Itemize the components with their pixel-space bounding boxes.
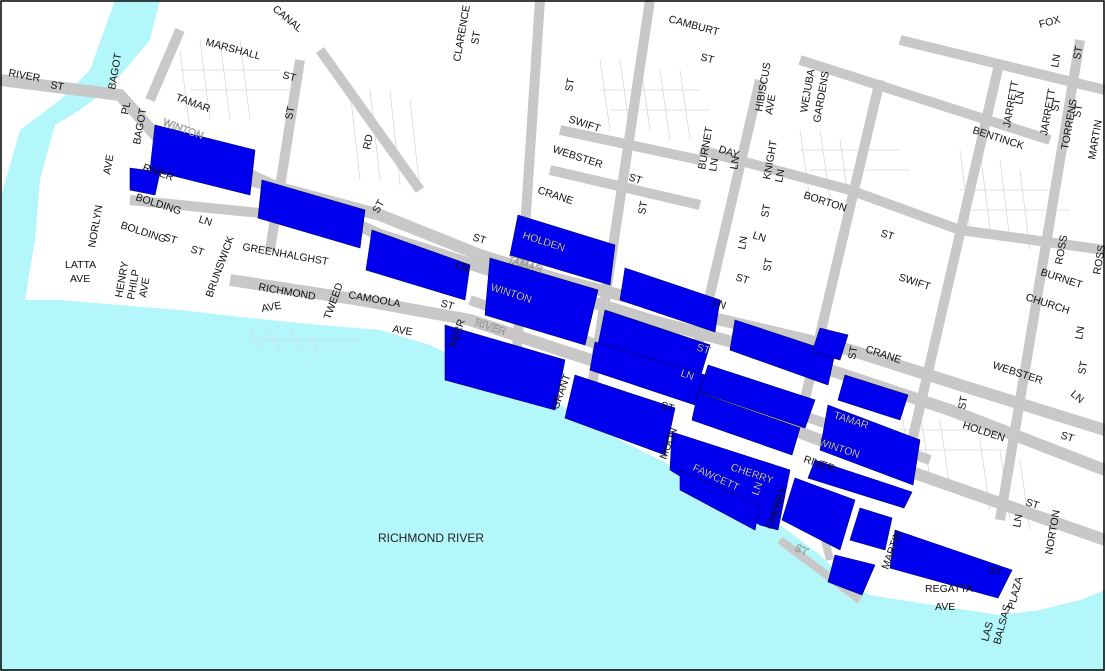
label-ave-n: AVE [101,154,116,176]
upper-river-channel [0,0,160,300]
zone-block-moon-east[interactable] [699,364,816,429]
zone-block-2[interactable] [257,179,366,249]
label-ln-ch: LN [750,480,766,497]
label-ross: ROSS [1053,234,1070,265]
label-st-nw: ST [49,79,65,93]
zone-block-ln-east[interactable] [619,267,721,333]
label-st-clar: ST [469,30,483,46]
label-st-he2: ST [956,395,970,411]
label-ln-k: LN [773,168,787,183]
zone-block-holden[interactable] [509,214,616,286]
zone-block-winton-west[interactable] [149,124,256,196]
zone-block-cherry-e[interactable] [781,477,856,551]
label-ave-hp: AVE [137,277,152,299]
label-st-m: ST [987,563,1004,579]
label-st-nort: ST [1024,496,1041,512]
label-ln-k2: LN [454,259,470,275]
label-st-mid: ST [695,341,712,357]
label-st-grant: ST [659,399,676,415]
label-st-g: ST [189,243,206,259]
label-st-3: ST [761,257,775,273]
label-rd: RD [361,133,376,150]
zone-block-sw-cherry[interactable] [849,507,893,551]
label-ross2: ROSS [1091,244,1105,275]
zone-block-crane-e[interactable] [837,374,909,421]
label-ln-d: LN [728,155,742,170]
label-st-f: ST [1071,45,1085,61]
label-st-t: ST [1071,103,1085,119]
label-st-k: ST [439,297,456,313]
label-st-swift: ST [636,200,650,216]
label-regatta: REGATTA [925,583,973,595]
label-ln-j1: LN [1013,90,1027,105]
label-river-nw: RIVER [7,67,41,84]
zone-block-tamar-e[interactable] [819,404,921,486]
label-st-bort: ST [879,227,896,243]
label-st-k3: ST [471,231,488,247]
label-fox: FOX [1038,14,1062,31]
label-st-vert1: ST [563,77,577,93]
zone-block-martin[interactable] [889,529,1013,599]
label-st-cr: ST [846,345,860,361]
zone-block-tamar-winton[interactable] [484,257,599,346]
label-st-canal: ST [283,105,297,121]
label-ln-c: LN [1073,325,1087,340]
zone-block-river-corner[interactable] [129,167,161,196]
label-st-we: ST [1076,360,1090,376]
label-pl: PL [119,101,133,116]
zone-block-river-e[interactable] [807,459,913,509]
label-ave-reg: AVE [935,601,955,613]
label-ave-h: AVE [763,94,778,116]
label-ave-r: AVE [260,300,282,315]
label-latta: LATTA [65,259,96,271]
label-ln-1: LN [736,235,750,250]
label-st-marshall: ST [281,69,298,84]
label-ave-c: AVE [391,323,413,338]
label-st-webster: ST [627,171,644,187]
label-st-4: ST [734,271,751,287]
zone-block-st-south[interactable] [827,554,876,596]
zone-block-moon-east2[interactable] [691,391,801,456]
label-ln-2: LN [711,296,727,312]
zoned-areas[interactable] [129,124,1013,599]
label-st-fa: ST [793,542,811,559]
label-las: LAS [979,620,996,642]
label-ln-f: LN [1049,53,1063,68]
label-st-bold: ST [162,231,179,247]
label-ln-grant: LN [679,367,695,383]
label-st-camb: ST [699,51,716,66]
label-ln-bold: LN [197,213,213,229]
zone-block-3[interactable] [365,229,471,301]
label-ave-l: AVE [70,273,90,285]
label-ln-3: LN [751,229,767,245]
label-ln-nort: LN [1011,513,1025,528]
zone-block-grant[interactable] [564,374,676,456]
label-philp: PHILP [125,269,142,301]
zone-block-fawcett[interactable] [679,469,761,531]
label-st-j2: ST [1049,97,1063,113]
zone-block-kerr[interactable] [444,324,566,411]
label-ln-b: LN [707,157,721,172]
zone-block-ne-1[interactable] [729,319,836,386]
zone-block-ne-small[interactable] [811,327,849,361]
label-st-he: ST [1059,429,1076,445]
label-richmond-river: RICHMOND RIVER [378,531,484,545]
label-st-2: ST [759,203,773,219]
